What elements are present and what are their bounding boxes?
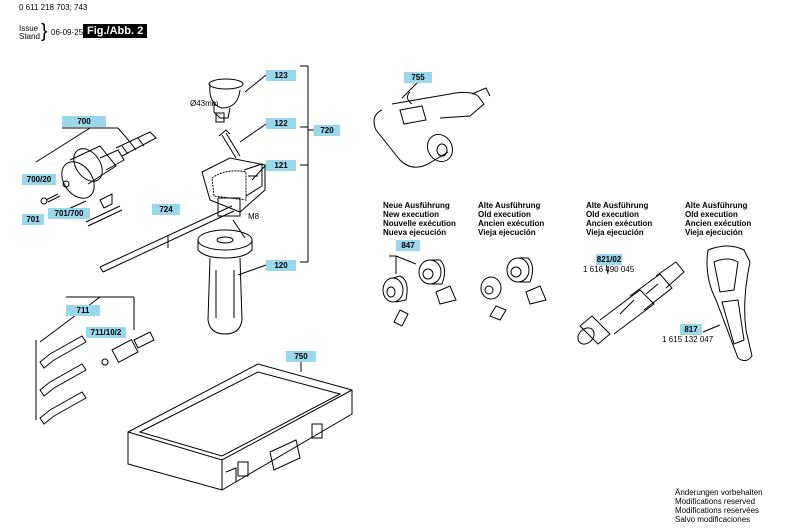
- stand-label: Stand: [19, 32, 40, 41]
- housing-817: [702, 245, 753, 362]
- rings-847: [382, 255, 457, 327]
- carry-case-750: [127, 360, 353, 491]
- callout-755: 755: [404, 72, 432, 83]
- callout-720: 720: [314, 125, 340, 136]
- execution-de: Alte Ausführung: [478, 201, 541, 210]
- callout-711-10-2: 711/10/2: [86, 327, 126, 338]
- execution-es: Vieja ejecución: [478, 228, 536, 237]
- bracket-711: [39, 296, 135, 343]
- clamp-121: [201, 157, 266, 217]
- bit-holder-711-10-2: [101, 331, 155, 366]
- brace: }: [41, 21, 48, 42]
- bolt-122: [218, 129, 241, 159]
- footer-note-en: Modifications reserved: [675, 497, 756, 506]
- execution-en: Old execution: [478, 210, 531, 219]
- footer-note-fr: Modifications reservées: [675, 506, 760, 515]
- issue-date: 06-09-25: [51, 28, 84, 37]
- execution-es: Vieja ejecución: [586, 228, 644, 237]
- execution-es: Nueva ejecución: [383, 228, 447, 237]
- execution-column-4: Alte Ausführung Old execution Ancien exé…: [685, 201, 751, 237]
- callout-701-700: 701/700: [48, 208, 90, 219]
- execution-fr: Ancien exécution: [586, 219, 653, 228]
- callout-847: 847: [396, 240, 420, 251]
- rings-old: [480, 257, 547, 321]
- callout-120: 120: [266, 260, 296, 271]
- side-handle-120: [197, 219, 253, 335]
- callout-724: 724: [152, 204, 180, 215]
- issue-label: Issue: [19, 24, 39, 33]
- bracket-700: [35, 127, 131, 163]
- execution-de: Alte Ausführung: [586, 201, 649, 210]
- diameter-annotation: Ø43mm: [190, 99, 219, 108]
- execution-column-2: Alte Ausführung Old execution Ancien exé…: [478, 201, 544, 237]
- execution-fr: Ancien exécution: [478, 219, 545, 228]
- execution-fr: Ancien exécution: [685, 219, 752, 228]
- callout-821-02: 821/02: [596, 254, 622, 265]
- footer-note-de: Änderungen vorbehalten: [675, 488, 763, 497]
- execution-es: Vieja ejecución: [685, 228, 743, 237]
- callout-700-20: 700/20: [22, 174, 56, 185]
- figure-label: Fig./Abb. 2: [83, 24, 148, 38]
- callout-817: 817: [680, 324, 702, 335]
- callout-701: 701: [22, 214, 44, 225]
- bits-711: [35, 335, 87, 425]
- execution-en: Old execution: [586, 210, 639, 219]
- doc-number: 0 611 218 703; 743: [19, 3, 88, 12]
- callout-122: 122: [266, 118, 296, 129]
- execution-de: Neue Ausführung: [383, 201, 450, 210]
- callout-121: 121: [266, 160, 296, 171]
- chuck-700: [61, 131, 157, 199]
- spindle-821-02: [577, 261, 685, 345]
- execution-fr: Nouvelle exécution: [383, 219, 456, 228]
- execution-de: Alte Ausführung: [685, 201, 748, 210]
- callout-711: 711: [66, 305, 100, 316]
- execution-en: New execution: [383, 210, 440, 219]
- callout-750: 750: [286, 351, 316, 362]
- execution-column-1: Neue Ausführung New execution Nouvelle e…: [383, 201, 456, 237]
- part-number-821-02: 1 616 490 045: [583, 265, 635, 274]
- screw-700-20: [40, 193, 61, 205]
- part-number-817: 1 615 132 047: [662, 335, 714, 344]
- footer-note-es: Salvo modificaciones: [675, 515, 751, 524]
- bracket-720: [237, 65, 314, 276]
- callout-700: 700: [62, 116, 106, 127]
- depth-stop-band-123: [208, 78, 244, 123]
- thread-annotation: M8: [248, 212, 260, 221]
- angle-attachment-755: [373, 79, 491, 168]
- execution-en: Old execution: [685, 210, 738, 219]
- execution-column-3: Alte Ausführung Old execution Ancien exé…: [586, 201, 652, 237]
- depth-rod-724: [99, 205, 235, 273]
- callout-123: 123: [266, 70, 296, 81]
